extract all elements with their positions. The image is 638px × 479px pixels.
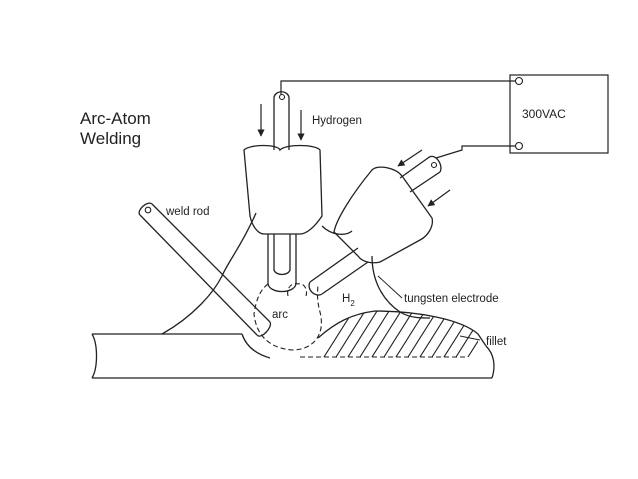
title-line-2: Welding xyxy=(80,129,141,148)
arrow-tungsten-upper xyxy=(397,149,423,167)
vertical-torch xyxy=(243,91,323,293)
label-tungsten-electrode: tungsten electrode xyxy=(404,293,499,305)
arc-zone xyxy=(253,283,322,351)
power-supply: 300VAC xyxy=(509,74,609,154)
label-arc: arc xyxy=(272,309,288,321)
label-fillet: fillet xyxy=(486,336,507,348)
label-h2: H2 xyxy=(342,293,355,308)
wire-to-tungsten-electrode xyxy=(435,145,515,159)
tungsten-torch xyxy=(308,155,442,296)
label-h2-subscript: 2 xyxy=(350,299,355,308)
power-supply-label: 300VAC xyxy=(522,107,566,121)
gas-flow-arrows xyxy=(257,104,451,207)
diagram-labels: Hydrogen weld rod arc H2 tungsten electr… xyxy=(165,115,507,348)
title-line-1: Arc-Atom xyxy=(80,109,151,128)
terminal-bottom xyxy=(514,141,524,151)
flame-envelope xyxy=(161,212,431,359)
fillet-weld xyxy=(300,310,479,358)
arrow-tungsten-lower xyxy=(427,189,451,207)
label-h2-main: H xyxy=(342,293,350,305)
weld-rod xyxy=(138,202,272,337)
label-weld-rod: weld rod xyxy=(165,206,209,218)
diagram-title: Arc-Atom Welding xyxy=(80,109,151,148)
wire-to-vertical-electrode xyxy=(280,80,515,97)
terminal-top xyxy=(514,76,524,86)
workpiece xyxy=(91,333,495,379)
label-hydrogen: Hydrogen xyxy=(312,115,362,127)
leader-lines xyxy=(377,275,481,341)
